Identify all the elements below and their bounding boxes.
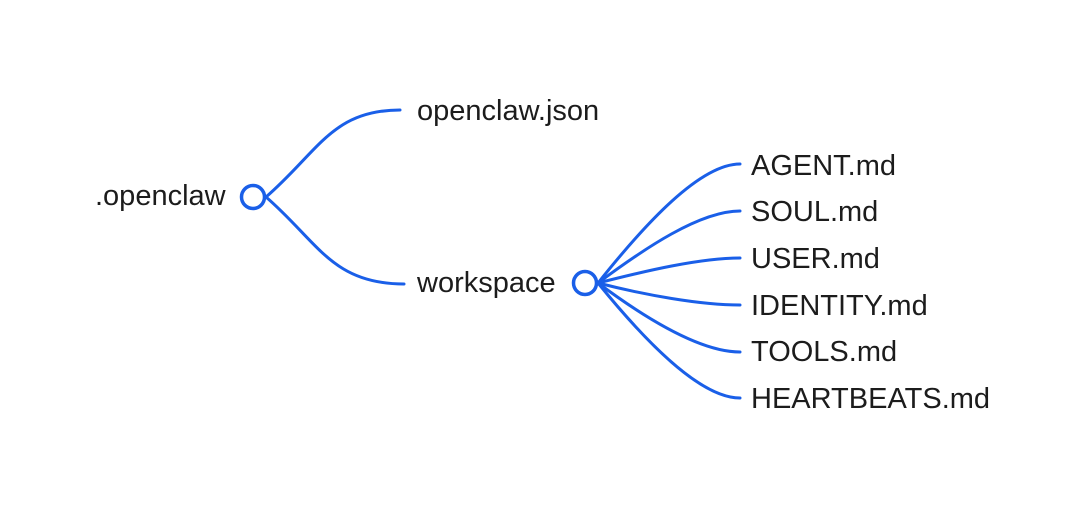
edge-workspace-soul-md xyxy=(596,209,742,285)
node-label-soul-md: SOUL.md xyxy=(751,195,879,228)
node-label-heartbeats-md: HEARTBEATS.md xyxy=(751,382,991,415)
node-label-agent-md: AGENT.md xyxy=(751,149,897,182)
node-label-identity-md: IDENTITY.md xyxy=(751,289,928,322)
node-label-openclaw-json: openclaw.json xyxy=(417,94,600,127)
edge-root-workspace xyxy=(264,195,406,286)
edge-workspace-tools-md xyxy=(596,281,742,354)
node-label-workspace: workspace xyxy=(417,266,556,299)
edge-workspace-user-md xyxy=(596,256,742,285)
edge-workspace-agent-md xyxy=(596,162,742,285)
node-label-openclaw: .openclaw xyxy=(95,179,226,212)
edge-workspace-heartbeats-md xyxy=(596,281,742,400)
edge-workspace-identity-md xyxy=(596,281,742,307)
edge-root-openclaw-json xyxy=(264,108,402,199)
node-toggle-workspace[interactable] xyxy=(571,269,599,297)
node-label-user-md: USER.md xyxy=(751,242,880,275)
node-toggle-openclaw[interactable] xyxy=(239,183,267,211)
node-label-tools-md: TOOLS.md xyxy=(751,335,898,368)
